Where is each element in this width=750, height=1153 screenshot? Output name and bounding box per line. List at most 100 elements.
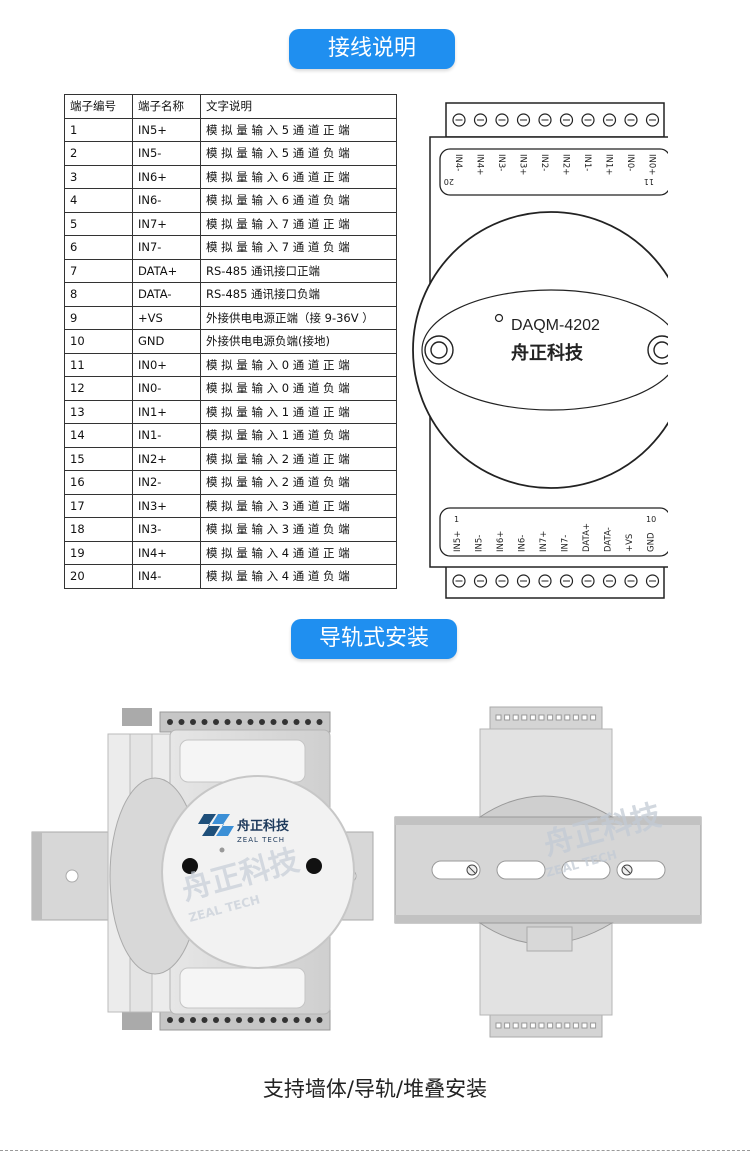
pin-number-cell: 19 <box>64 540 133 565</box>
brand-name: 舟正科技 <box>511 342 584 364</box>
side-rail-illustration: 舟正科技 ZEAL TECH <box>394 706 702 1038</box>
pin-number-cell: 9 <box>64 305 133 330</box>
pin-name-cell: IN6+ <box>132 164 201 189</box>
description-cell: 模 拟 量 输 入 5 通 道 正 端 <box>200 117 397 142</box>
description-cell: 模 拟 量 输 入 2 通 道 正 端 <box>200 446 397 471</box>
pin-number-cell: 6 <box>64 235 133 260</box>
pin-name-cell: GND <box>132 329 201 354</box>
bottom-pin-label: +VS <box>625 534 635 552</box>
pin-number-cell: 1 <box>64 117 133 142</box>
pin-name-cell: IN2- <box>132 470 201 495</box>
top-pin-label: IN0- <box>625 154 635 171</box>
pin-number-cell: 7 <box>64 258 133 283</box>
pin-name-cell: IN2+ <box>132 446 201 471</box>
rail-slot <box>496 860 546 880</box>
rail-slot <box>431 860 481 880</box>
logo-sub-text: ZEAL TECH <box>237 836 285 844</box>
status-led <box>494 313 504 323</box>
section-title-wiring: 接线说明 <box>289 29 455 69</box>
pin-name-cell: +VS <box>132 305 201 330</box>
description-cell: 模 拟 量 输 入 0 通 道 负 端 <box>200 376 397 401</box>
bottom-last-pin-number: 10 <box>646 515 656 524</box>
top-pin-label: IN4+ <box>475 154 485 175</box>
pin-name-cell: DATA- <box>132 282 201 307</box>
bottom-pin-label: DATA- <box>604 527 614 552</box>
bottom-pin-label: IN7- <box>561 535 571 552</box>
top-pin-labels: IN4-IN4+IN3-IN3+IN2-IN2+IN1-IN1+IN0-IN0+ <box>453 154 657 175</box>
description-cell: 模 拟 量 输 入 4 通 道 负 端 <box>200 564 397 589</box>
top-last-pin-number: 11 <box>644 177 654 186</box>
section-title-rail-mount: 导轨式安装 <box>291 619 457 659</box>
circle-arc-top <box>421 289 668 351</box>
pin-name-cell: IN1- <box>132 423 201 448</box>
pin-name-cell: IN4+ <box>132 540 201 565</box>
pin-number-cell: 2 <box>64 141 133 166</box>
pin-number-cell: 15 <box>64 446 133 471</box>
pin-number-cell: 13 <box>64 399 133 424</box>
bottom-pin-label: IN6+ <box>496 531 506 552</box>
pin-number-cell: 3 <box>64 164 133 189</box>
top-pin-label: IN2+ <box>561 154 571 175</box>
top-pin-label: IN3- <box>496 154 506 171</box>
description-cell: RS-485 通讯接口负端 <box>200 282 397 307</box>
circle-arc-bottom <box>421 349 668 411</box>
top-screws <box>452 113 660 127</box>
device-wiring-diagram: DAQM-4202 舟正科技 IN4-IN4+IN3-IN3+IN2-IN2+I… <box>412 102 668 599</box>
header-description: 文字说明 <box>200 94 397 119</box>
description-cell: 模 拟 量 输 入 3 通 道 负 端 <box>200 517 397 542</box>
description-cell: 外接供电电源正端（接 9-36V ） <box>200 305 397 330</box>
bottom-screws <box>452 574 660 588</box>
bottom-pin-label: IN5+ <box>453 531 463 552</box>
bottom-first-pin-number: 1 <box>454 515 459 524</box>
top-pin-label: IN2- <box>539 154 549 171</box>
rail-slot <box>561 860 611 880</box>
stacked-rail-illustration: 舟正科技 ZEAL TECH 舟正科技 ZEAL TECH <box>31 708 374 1031</box>
table-header-row: 端子编号 端子名称 文字说明 <box>64 94 397 119</box>
description-cell: RS-485 通讯接口正端 <box>200 258 397 283</box>
top-terminal-strip <box>159 711 331 733</box>
top-label-panel <box>439 148 668 196</box>
model-number: DAQM-4202 <box>511 317 600 334</box>
top-pin-label: IN0+ <box>647 154 657 175</box>
pin-number-cell: 20 <box>64 564 133 589</box>
pin-number-cell: 16 <box>64 470 133 495</box>
pin-name-cell: IN5- <box>132 141 201 166</box>
bottom-pin-label: DATA+ <box>582 523 592 552</box>
description-cell: 模 拟 量 输 入 6 通 道 正 端 <box>200 164 397 189</box>
pin-number-cell: 17 <box>64 493 133 518</box>
top-pin-label: IN1- <box>582 154 592 171</box>
pin-number-cell: 12 <box>64 376 133 401</box>
logo-icon <box>198 814 234 836</box>
bottom-label-panel <box>439 507 668 557</box>
pin-name-cell: IN5+ <box>132 117 201 142</box>
description-cell: 模 拟 量 输 入 2 通 道 负 端 <box>200 470 397 495</box>
bottom-divider <box>0 1150 750 1151</box>
logo-brand-text: 舟正科技 <box>237 818 290 834</box>
pin-name-cell: IN6- <box>132 188 201 213</box>
description-cell: 模 拟 量 输 入 0 通 道 正 端 <box>200 352 397 377</box>
top-first-pin-number: 20 <box>444 177 454 186</box>
bottom-pin-label: IN6- <box>518 535 528 552</box>
description-cell: 外接供电电源负端(接地) <box>200 329 397 354</box>
bottom-pin-label: IN7+ <box>539 531 549 552</box>
